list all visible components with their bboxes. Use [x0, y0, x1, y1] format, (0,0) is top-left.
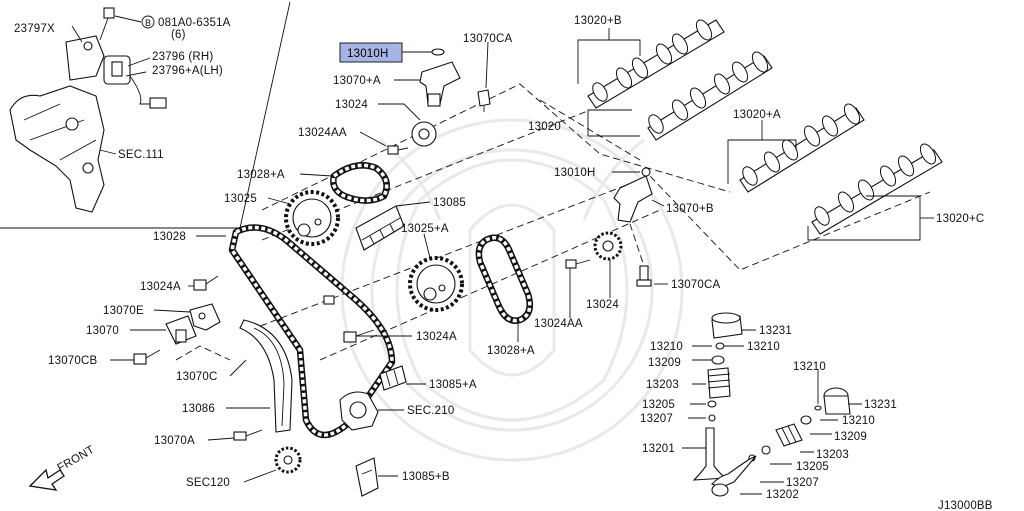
label-13205-left: 13205 — [642, 399, 675, 411]
label-23797x: 23797X — [14, 23, 55, 35]
label-13205-right: 13205 — [796, 461, 829, 473]
watermark-emblem — [340, 118, 684, 462]
label-13070b: 13070+B — [666, 203, 714, 215]
bolt-prefix-b: B — [145, 18, 151, 28]
label-front: FRONT — [56, 444, 97, 475]
label-13070e: 13070E — [103, 305, 144, 317]
label-13024-top: 13024 — [335, 99, 368, 111]
guide-13085 — [355, 205, 405, 251]
label-13070a-plus: 13070+A — [333, 75, 381, 87]
bolt-13070a — [233, 429, 263, 441]
label-13024-bottom: 13024 — [586, 299, 619, 311]
valve-train-right — [711, 387, 851, 497]
guide-13085a — [379, 365, 407, 391]
crank-sprocket-sec120 — [274, 446, 302, 474]
front-arrow-icon — [28, 468, 65, 491]
highlight-13010h[interactable] — [339, 42, 403, 63]
label-13210-left-1: 13210 — [650, 341, 683, 353]
label-13210-right-2: 13210 — [842, 415, 875, 427]
label-13202: 13202 — [766, 489, 799, 501]
label-13085b: 13085+B — [402, 471, 450, 483]
solenoid-13070a — [419, 48, 491, 112]
label-23796-lh: 23796+A(LH) — [152, 65, 223, 77]
label-13025: 13025 — [224, 193, 257, 205]
label-sec111: SEC.111 — [118, 149, 164, 161]
camshaft-13020a — [739, 103, 865, 193]
label-13209-right: 13209 — [834, 431, 867, 443]
label-13210-right-1: 13210 — [793, 361, 826, 373]
label-13024a-mid: 13024A — [416, 331, 457, 343]
label-13025a: 13025+A — [401, 223, 449, 235]
bolt-13070cb — [133, 349, 161, 365]
label-bolt-081a0: 081A0-6351A — [158, 17, 231, 29]
camshaft-13020c — [811, 143, 943, 235]
bolt-13024aa-top — [387, 145, 409, 155]
gasket-13070e — [189, 303, 221, 331]
valve-train-left — [692, 312, 743, 481]
camshaft-13020b — [587, 19, 725, 109]
sprocket-13025a — [408, 256, 464, 312]
label-13231-left: 13231 — [759, 325, 792, 337]
label-13020a: 13020+A — [733, 109, 781, 121]
label-13231-right: 13231 — [864, 399, 897, 411]
label-13028a-top: 13028+A — [237, 169, 285, 181]
inset-panel — [0, 1, 291, 229]
label-13085a: 13085+A — [429, 379, 477, 391]
label-13086: 13086 — [182, 403, 215, 415]
label-sec210: SEC.210 — [407, 405, 454, 417]
label-13070c: 13070C — [176, 371, 217, 383]
label-13024aa-top: 13024AA — [298, 127, 347, 139]
label-13085: 13085 — [433, 197, 466, 209]
label-13203-left: 13203 — [646, 379, 679, 391]
guide-13070c — [239, 319, 293, 433]
label-13028: 13028 — [153, 231, 186, 243]
label-13020: 13020 — [528, 121, 561, 133]
sprocket-13025 — [284, 190, 340, 246]
label-13024a-left: 13024A — [140, 281, 181, 293]
bolt-circle-b-icon — [141, 15, 155, 29]
camshaft-13020 — [647, 51, 773, 141]
solenoid-13070b — [613, 167, 653, 223]
label-13070: 13070 — [86, 325, 119, 337]
bolt-13024a-left — [193, 275, 219, 291]
label-bolt-qty: (6) — [171, 29, 186, 41]
label-23796-rh: 23796 (RH) — [152, 51, 213, 63]
label-13024aa-bottom: 13024AA — [534, 318, 583, 330]
label-13070ca-top: 13070CA — [463, 33, 512, 45]
tensioner-13070 — [165, 315, 197, 345]
label-13201: 13201 — [642, 443, 675, 455]
label-13020c: 13020+C — [936, 213, 984, 225]
bolt-on-chain-upper — [323, 295, 335, 305]
label-13020b: 13020+B — [574, 15, 622, 27]
label-13070a: 13070A — [154, 435, 195, 447]
guide-13085b — [355, 457, 379, 497]
label-13207-right: 13207 — [786, 477, 819, 489]
sprocket-13024-bottom — [593, 231, 623, 261]
label-13070ca-bottom: 13070CA — [671, 279, 720, 291]
label-sec120: SEC120 — [186, 477, 230, 489]
bolt-13024aa-bottom — [565, 259, 591, 269]
bolt-13024a-mid — [343, 329, 375, 343]
sprocket-13024-top — [411, 121, 437, 147]
label-13210-left-2: 13210 — [747, 341, 780, 353]
water-pump-sec210 — [339, 391, 379, 431]
label-13207-left: 13207 — [640, 413, 673, 425]
label-13209-left: 13209 — [648, 357, 681, 369]
label-13028a-bottom: 13028+A — [487, 345, 535, 357]
label-13010h-top[interactable]: 13010H — [347, 48, 388, 60]
label-13010h-mid: 13010H — [554, 167, 595, 179]
label-13203-right: 13203 — [816, 449, 849, 461]
diagram-code: J13000BB — [938, 500, 993, 511]
label-13070cb: 13070CB — [48, 355, 97, 367]
